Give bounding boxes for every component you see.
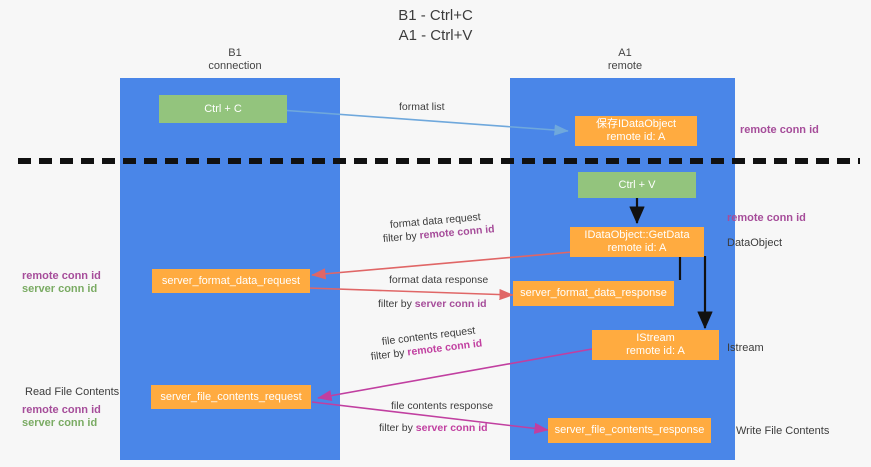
node-server-file-contents-response-label: server_file_contents_response (554, 424, 705, 436)
annotation-right-remote-conn-id-mid: remote conn id (727, 212, 806, 224)
filter-key-server-conn-id: server conn id (415, 422, 488, 434)
node-idataobject-getdata[interactable]: IDataObject::GetData remote id: A (570, 227, 704, 257)
edge-label-file-contents-response: file contents response (391, 400, 494, 412)
node-server-file-contents-response[interactable]: server_file_contents_response (548, 418, 711, 443)
node-server-format-data-request[interactable]: server_format_data_request (152, 269, 310, 293)
node-idataobject-sub: remote id: A (606, 131, 666, 143)
edge-label-file-contents-response-filter: filter by server conn id (379, 422, 488, 435)
filter-prefix: filter by (379, 422, 416, 434)
filter-key-server-conn-id: server conn id (414, 298, 487, 310)
annotation-right-remote-conn-id-top: remote conn id (740, 124, 819, 136)
node-server-file-contents-request[interactable]: server_file_contents_request (151, 385, 311, 409)
lane-header-a1-sub: remote (607, 60, 643, 72)
lane-header-a1-name: A1 (618, 47, 632, 59)
node-ctrl-c[interactable]: Ctrl + C (159, 95, 287, 123)
node-server-format-data-response[interactable]: server_format_data_response (513, 281, 674, 306)
lane-header-b1: B1 connection (130, 47, 340, 73)
filter-prefix: filter by (370, 346, 409, 363)
node-server-format-data-response-label: server_format_data_response (520, 287, 667, 299)
page-title: B1 - Ctrl+C A1 - Ctrl+V (0, 6, 871, 46)
node-idataobject-label: 保存IDataObject (595, 118, 677, 130)
node-istream-sub: remote id: A (626, 345, 685, 357)
node-server-file-contents-request-label: server_file_contents_request (160, 390, 302, 403)
annotation-left-server-conn-id-mid: server conn id (22, 283, 98, 295)
edge-label-format-data-response: format data response (389, 274, 489, 286)
annotation-right-dataobject: DataObject (727, 237, 783, 249)
filter-prefix: filter by (378, 298, 415, 310)
title-line-1: B1 - Ctrl+C (398, 7, 473, 24)
node-idataobject[interactable]: 保存IDataObject remote id: A (575, 116, 697, 146)
node-ctrl-v-label: Ctrl + V (618, 178, 656, 191)
edge-label-format-data-response-filter: filter by server conn id (378, 298, 487, 311)
annotation-left-remote-conn-id-mid: remote conn id (22, 270, 101, 282)
node-server-format-data-request-label: server_format_data_request (161, 274, 301, 287)
title-line-2: A1 - Ctrl+V (398, 27, 473, 44)
lane-header-a1: A1 remote (520, 47, 730, 73)
annotation-left-server-conn-id-bottom: server conn id (22, 417, 98, 429)
node-getdata-sub: remote id: A (607, 242, 667, 254)
annotation-left-read-file-contents: Read File Contents (25, 386, 120, 398)
node-istream[interactable]: IStream remote id: A (592, 330, 719, 360)
annotation-right-write-file-contents: Write File Contents (736, 425, 830, 437)
lane-header-b1-name: B1 (228, 47, 242, 59)
lane-header-b1-sub: connection (208, 60, 262, 72)
filter-prefix: filter by (382, 229, 421, 245)
node-getdata-label: IDataObject::GetData (584, 229, 690, 241)
annotation-left-remote-conn-id-bottom: remote conn id (22, 404, 101, 416)
node-ctrl-c-label: Ctrl + C (204, 102, 242, 115)
node-ctrl-v[interactable]: Ctrl + V (578, 172, 696, 198)
edge-label-format-list: format list (399, 101, 445, 113)
node-istream-label: IStream (636, 332, 675, 344)
annotation-right-istream: Istream (727, 342, 764, 354)
